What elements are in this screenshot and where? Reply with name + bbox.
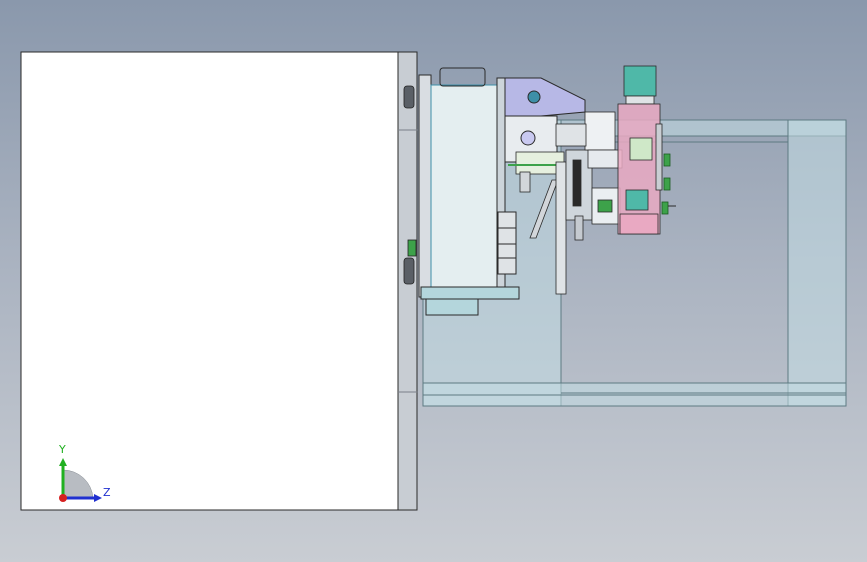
- motor-assembly: [617, 65, 663, 235]
- z-axis-arrow: [94, 494, 102, 502]
- y-axis-arrow: [59, 458, 67, 466]
- center-mechanism: [508, 149, 593, 295]
- x-axis-dot: [59, 494, 67, 502]
- green-fittings: [661, 153, 671, 215]
- coordinate-triad: [59, 458, 102, 502]
- side-panel: [20, 51, 399, 511]
- cabinet-body: [418, 67, 520, 316]
- panel-knobs: [403, 85, 417, 285]
- z-axis-label: Z: [103, 486, 111, 499]
- slide-blocks: [555, 111, 623, 225]
- y-axis-label: Y: [59, 443, 66, 456]
